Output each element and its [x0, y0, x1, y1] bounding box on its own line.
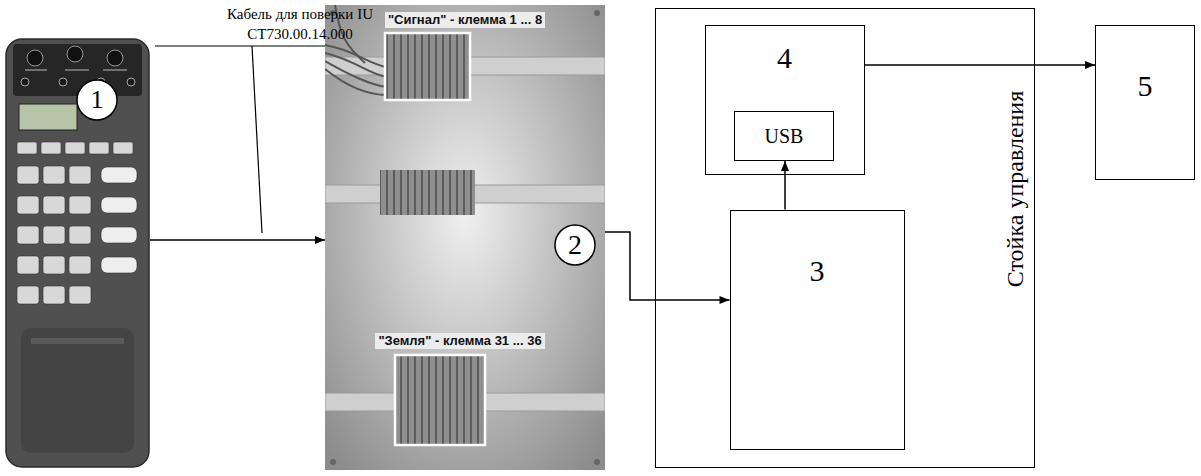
rack-title: Стойка управления	[1001, 91, 1030, 288]
keypad	[43, 256, 65, 274]
lcd-display	[19, 104, 77, 130]
wires	[325, 69, 387, 95]
text-holder: USB	[735, 112, 833, 159]
cabinet-illustration	[325, 5, 605, 470]
text-holder: 2	[555, 225, 595, 265]
keypad	[65, 142, 85, 154]
keypad	[69, 166, 91, 184]
arrow-connector	[605, 232, 730, 300]
cabinet-background	[330, 459, 336, 465]
keypad	[43, 166, 65, 184]
terminal-cabinet: 2 "Сигнал" - клемма 1 ... 8 "Земля" - клем…	[325, 5, 605, 470]
keypad	[101, 227, 137, 243]
leader-line	[252, 46, 262, 233]
keypad	[17, 226, 39, 244]
arrow-connector	[150, 239, 325, 241]
highlight-frame	[395, 355, 485, 445]
calibrator-grip	[31, 338, 124, 344]
keypad	[17, 256, 39, 274]
callout-circle	[555, 225, 595, 265]
cabinet-background	[594, 10, 600, 16]
arrow-connector	[784, 161, 786, 210]
callout-circle	[555, 225, 595, 265]
port-label: USB	[765, 124, 804, 148]
terminal-block	[380, 33, 485, 445]
callout-circle	[77, 80, 117, 120]
calibrator-grip	[21, 328, 134, 453]
keypad	[69, 286, 91, 304]
cable-label: Кабель для поверки IU СТ730.00.14.000	[195, 4, 405, 45]
keypad	[41, 142, 61, 154]
keypad	[89, 142, 109, 154]
text-holder: Кабель для поверки IU СТ730.00.14.000	[195, 4, 405, 45]
text-holder: 1	[77, 80, 117, 120]
keypad	[101, 257, 137, 273]
terminal-block	[380, 170, 475, 215]
callout-number: 1	[91, 84, 104, 115]
keypad	[17, 142, 137, 304]
arrow-connector	[865, 64, 1096, 66]
text-holder: 4	[706, 38, 864, 78]
calibrator-body	[6, 39, 149, 467]
calibrator-illustration	[5, 38, 150, 470]
keypad	[69, 196, 91, 214]
wires	[325, 61, 387, 87]
calibrator-grip	[21, 328, 134, 453]
cabinet-background	[594, 459, 600, 465]
cabinet-background	[325, 5, 605, 470]
keypad	[43, 196, 65, 214]
terminal-jack	[67, 46, 83, 62]
keypad	[113, 142, 133, 154]
terminal-label: "Земля" - клемма 31 ... 36	[375, 333, 544, 349]
terminal-label: "Сигнал" - клемма 1 ... 8	[385, 12, 545, 28]
cabinet-background	[325, 5, 605, 470]
text-holder: "Сигнал" - клемма 1 ... 8	[340, 10, 590, 30]
terminal-jack	[127, 78, 135, 86]
terminal-jack	[21, 46, 135, 86]
process-box: USB 4	[705, 25, 865, 175]
terminal-jack	[65, 70, 89, 71]
keypad	[69, 226, 91, 244]
terminal-block	[395, 355, 485, 445]
keypad	[17, 166, 39, 184]
process-box: 3	[730, 210, 905, 450]
callout-circle	[77, 80, 117, 120]
keypad	[43, 286, 65, 304]
terminal-block	[385, 33, 470, 100]
terminal-jack	[27, 50, 43, 66]
text-holder: "Земля" - клемма 31 ... 36	[335, 331, 585, 351]
terminal-jack	[59, 78, 67, 86]
highlight-frame	[385, 33, 470, 100]
terminal-jack	[25, 70, 47, 71]
keypad	[101, 197, 137, 213]
calibrator-device: 1	[5, 38, 150, 470]
highlight-frame	[385, 33, 485, 445]
usb-port-box: USB	[734, 111, 834, 161]
control-rack: USB 4 3 Стойка управления	[655, 8, 1035, 468]
keypad	[69, 256, 91, 274]
keypad	[17, 196, 39, 214]
terminal-jack	[21, 78, 29, 86]
box-number: 3	[810, 253, 825, 289]
keypad	[43, 226, 65, 244]
text-holder: 5	[1096, 66, 1194, 106]
box-number: 4	[777, 40, 792, 76]
box-number: 5	[1138, 68, 1153, 104]
text-holder: 3	[731, 251, 904, 291]
terminal-jack	[103, 70, 127, 71]
calibrator-body	[13, 44, 142, 96]
calibrator-body	[6, 39, 149, 467]
keypad	[101, 167, 137, 183]
terminal-jack	[107, 50, 123, 66]
text-holder: Стойка управления	[1001, 91, 1030, 288]
keypad	[17, 142, 37, 154]
callout-number: 2	[568, 228, 582, 262]
process-box: 5	[1095, 25, 1195, 180]
keypad	[17, 286, 39, 304]
lcd-display	[19, 104, 77, 130]
